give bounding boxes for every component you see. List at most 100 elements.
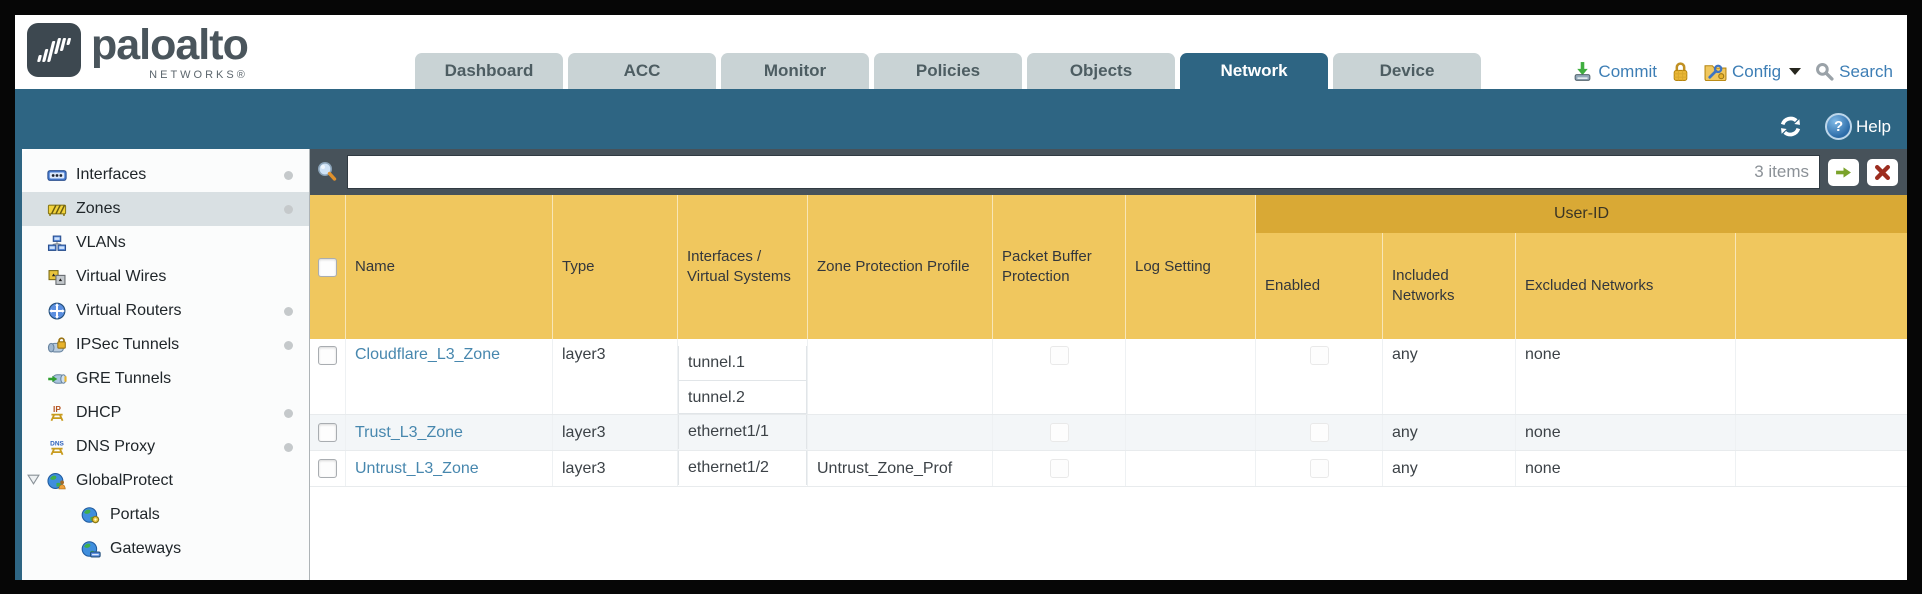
packet-buffer-checkbox[interactable] <box>1049 346 1069 365</box>
row-checkbox[interactable] <box>318 423 337 442</box>
apply-filter-button[interactable] <box>1828 158 1859 186</box>
zone-protection-profile: Untrust_Zone_Prof <box>808 451 993 486</box>
sidebar-item-zones[interactable]: Zones <box>22 192 309 226</box>
user-id-enabled-cell <box>1256 451 1383 486</box>
included-networks: any <box>1383 451 1516 486</box>
zone-name-link[interactable]: Trust_L3_Zone <box>355 423 463 441</box>
zone-type: layer3 <box>553 415 678 450</box>
tab-device[interactable]: Device <box>1333 53 1481 89</box>
user-id-enabled-checkbox[interactable] <box>1309 459 1329 478</box>
column-header-interfaces[interactable]: Interfaces / Virtual Systems <box>678 195 808 339</box>
interface-item: tunnel.2 <box>678 380 807 414</box>
virtual-wires-icon <box>46 268 68 286</box>
user-id-enabled-checkbox[interactable] <box>1309 346 1329 365</box>
sidebar-item-globalprotect[interactable]: GlobalProtect <box>22 464 309 498</box>
search-label: Search <box>1839 61 1893 81</box>
paloalto-logo: paloalto NETWORKS® <box>27 21 249 81</box>
zone-name-link[interactable]: Cloudflare_L3_Zone <box>355 346 500 363</box>
zone-name-cell: Trust_L3_Zone <box>346 415 553 450</box>
excluded-networks: none <box>1516 339 1736 414</box>
sidebar-item-gateways[interactable]: Gateways <box>22 532 309 566</box>
packet-buffer-checkbox[interactable] <box>1049 459 1069 478</box>
filter-toolbar: 3 items <box>310 149 1907 195</box>
packet-buffer-cell <box>993 415 1126 450</box>
zone-name-link[interactable]: Untrust_L3_Zone <box>355 459 479 477</box>
sidebar-item-label: Zones <box>76 200 121 217</box>
zone-type: layer3 <box>553 451 678 486</box>
items-count: 3 items <box>1754 162 1809 181</box>
sidebar-item-ipsec-tunnels[interactable]: IPSec Tunnels <box>22 328 309 362</box>
filter-input[interactable] <box>358 162 1755 182</box>
caret-down-icon <box>1789 68 1802 75</box>
column-header-excluded-networks[interactable]: Excluded Networks <box>1516 233 1736 339</box>
status-dot <box>284 170 293 180</box>
user-id-enabled-checkbox[interactable] <box>1309 423 1329 442</box>
lock-icon[interactable] <box>1671 61 1690 82</box>
expander-icon[interactable] <box>27 474 41 486</box>
zone-protection-profile <box>808 415 993 450</box>
sidebar-item-virtual-routers[interactable]: Virtual Routers <box>22 294 309 328</box>
svg-text:IP: IP <box>53 404 61 414</box>
status-dot <box>284 340 293 350</box>
user-id-enabled-cell <box>1256 415 1383 450</box>
sidebar-item-virtual-wires[interactable]: Virtual Wires <box>22 260 309 294</box>
tab-objects[interactable]: Objects <box>1027 53 1175 89</box>
packet-buffer-cell <box>993 451 1126 486</box>
zones-table-header: Name Type Interfaces / Virtual Systems Z… <box>310 195 1907 339</box>
log-setting <box>1126 339 1256 414</box>
green-arrow-icon <box>1835 166 1852 179</box>
sidebar-item-interfaces[interactable]: Interfaces <box>22 158 309 192</box>
column-header-zone-protection-profile[interactable]: Zone Protection Profile <box>808 195 993 339</box>
filter-box: 3 items <box>347 155 1820 189</box>
filter-magnifier-icon <box>315 160 339 184</box>
commit-button[interactable]: Commit <box>1572 61 1657 82</box>
tab-monitor[interactable]: Monitor <box>721 53 869 89</box>
column-header-name[interactable]: Name <box>346 195 553 339</box>
header-utilities: Commit <box>1572 61 1893 82</box>
search-button[interactable]: Search <box>1815 62 1893 82</box>
column-header-filler <box>1736 233 1907 339</box>
interface-item: ethernet1/1 <box>678 415 807 449</box>
sidebar-item-label: GlobalProtect <box>76 472 173 489</box>
brand-name: paloalto <box>91 21 249 69</box>
help-question-icon: ? <box>1825 113 1853 140</box>
column-header-included-networks[interactable]: Included Networks <box>1383 233 1516 339</box>
clear-filter-button[interactable] <box>1867 158 1898 186</box>
column-header-packet-buffer-protection[interactable]: Packet Buffer Protection <box>993 195 1126 339</box>
sidebar-item-portals[interactable]: Portals <box>22 498 309 532</box>
sidebar-item-label: Virtual Routers <box>76 302 182 319</box>
column-header-log-setting[interactable]: Log Setting <box>1126 195 1256 339</box>
included-networks: any <box>1383 339 1516 414</box>
select-all-checkbox[interactable] <box>318 257 337 277</box>
sidebar-item-gre-tunnels[interactable]: GRE Tunnels <box>22 362 309 396</box>
refresh-icon[interactable] <box>1778 114 1803 139</box>
row-checkbox[interactable] <box>318 346 337 365</box>
row-select-cell <box>310 339 346 414</box>
tab-acc[interactable]: ACC <box>568 53 716 89</box>
row-filler <box>1736 451 1907 486</box>
commit-label: Commit <box>1598 61 1657 81</box>
column-header-type[interactable]: Type <box>553 195 678 339</box>
column-header-enabled[interactable]: Enabled <box>1256 233 1383 339</box>
tab-network[interactable]: Network <box>1180 53 1328 89</box>
interface-item: ethernet1/2 <box>678 451 807 485</box>
row-checkbox[interactable] <box>318 459 337 478</box>
tab-policies[interactable]: Policies <box>874 53 1022 89</box>
help-button[interactable]: ? Help <box>1825 113 1891 140</box>
zones-icon <box>46 200 68 218</box>
main-panel: 3 items <box>310 149 1907 580</box>
tab-dashboard[interactable]: Dashboard <box>415 53 563 89</box>
config-menu-button[interactable]: Config <box>1704 62 1802 82</box>
interfaces-icon <box>46 166 68 184</box>
packet-buffer-checkbox[interactable] <box>1049 423 1069 442</box>
sidebar-item-vlans[interactable]: VLANs <box>22 226 309 260</box>
commit-download-icon <box>1572 61 1593 82</box>
